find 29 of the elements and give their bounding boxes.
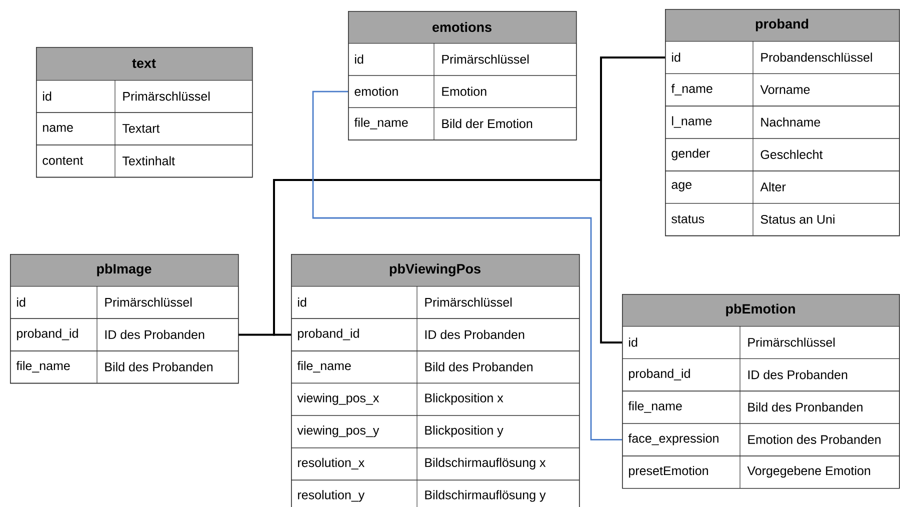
- table-row: face_expression Emotion des Probanden: [622, 422, 900, 456]
- table-row: file_name Bild des Probanden: [10, 350, 239, 384]
- table-row: proband_id ID des Probanden: [622, 358, 900, 392]
- table-row: name Textart: [36, 112, 253, 146]
- table-row: viewing_pos_y Blickposition y: [291, 414, 580, 448]
- table-row: proband_id ID des Probanden: [291, 318, 580, 352]
- table-row: age Alter: [665, 170, 900, 204]
- connector-line: [600, 56, 665, 344]
- table-row: emotion Emotion: [348, 74, 577, 108]
- table-row: file_name Bild des Probanden: [291, 350, 580, 384]
- table-row: resolution_x Bildschirmauflösung x: [291, 447, 580, 480]
- connector-line: [312, 90, 622, 440]
- table-row: proband_id ID des Probanden: [10, 318, 239, 352]
- table-row: presetEmotion Vorgegebene Emotion: [622, 455, 900, 489]
- table-row: file_name Bild der Emotion: [348, 107, 577, 140]
- table-row: gender Geschlecht: [665, 138, 900, 172]
- table-row: id Primärschlüssel: [622, 326, 900, 359]
- table-row: f_name Vorname: [665, 73, 900, 106]
- table-row: content Textinhalt: [36, 144, 253, 178]
- table-row: viewing_pos_x Blickposition x: [291, 382, 580, 416]
- table-row: resolution_y Bildschirmauflösung y: [291, 480, 580, 507]
- table-row: id Primärschlüssel: [348, 42, 577, 76]
- table-row: id Primärschlüssel: [36, 80, 253, 113]
- table-row: id Primärschlüssel: [291, 286, 580, 319]
- table-row: status Status an Uni: [665, 202, 900, 236]
- table-row: id Primärschlüssel: [10, 286, 239, 319]
- table-row: id Probandenschlüssel: [665, 40, 900, 74]
- table-row: l_name Nachname: [665, 106, 900, 139]
- table-row: file_name Bild des Pronbanden: [622, 390, 900, 424]
